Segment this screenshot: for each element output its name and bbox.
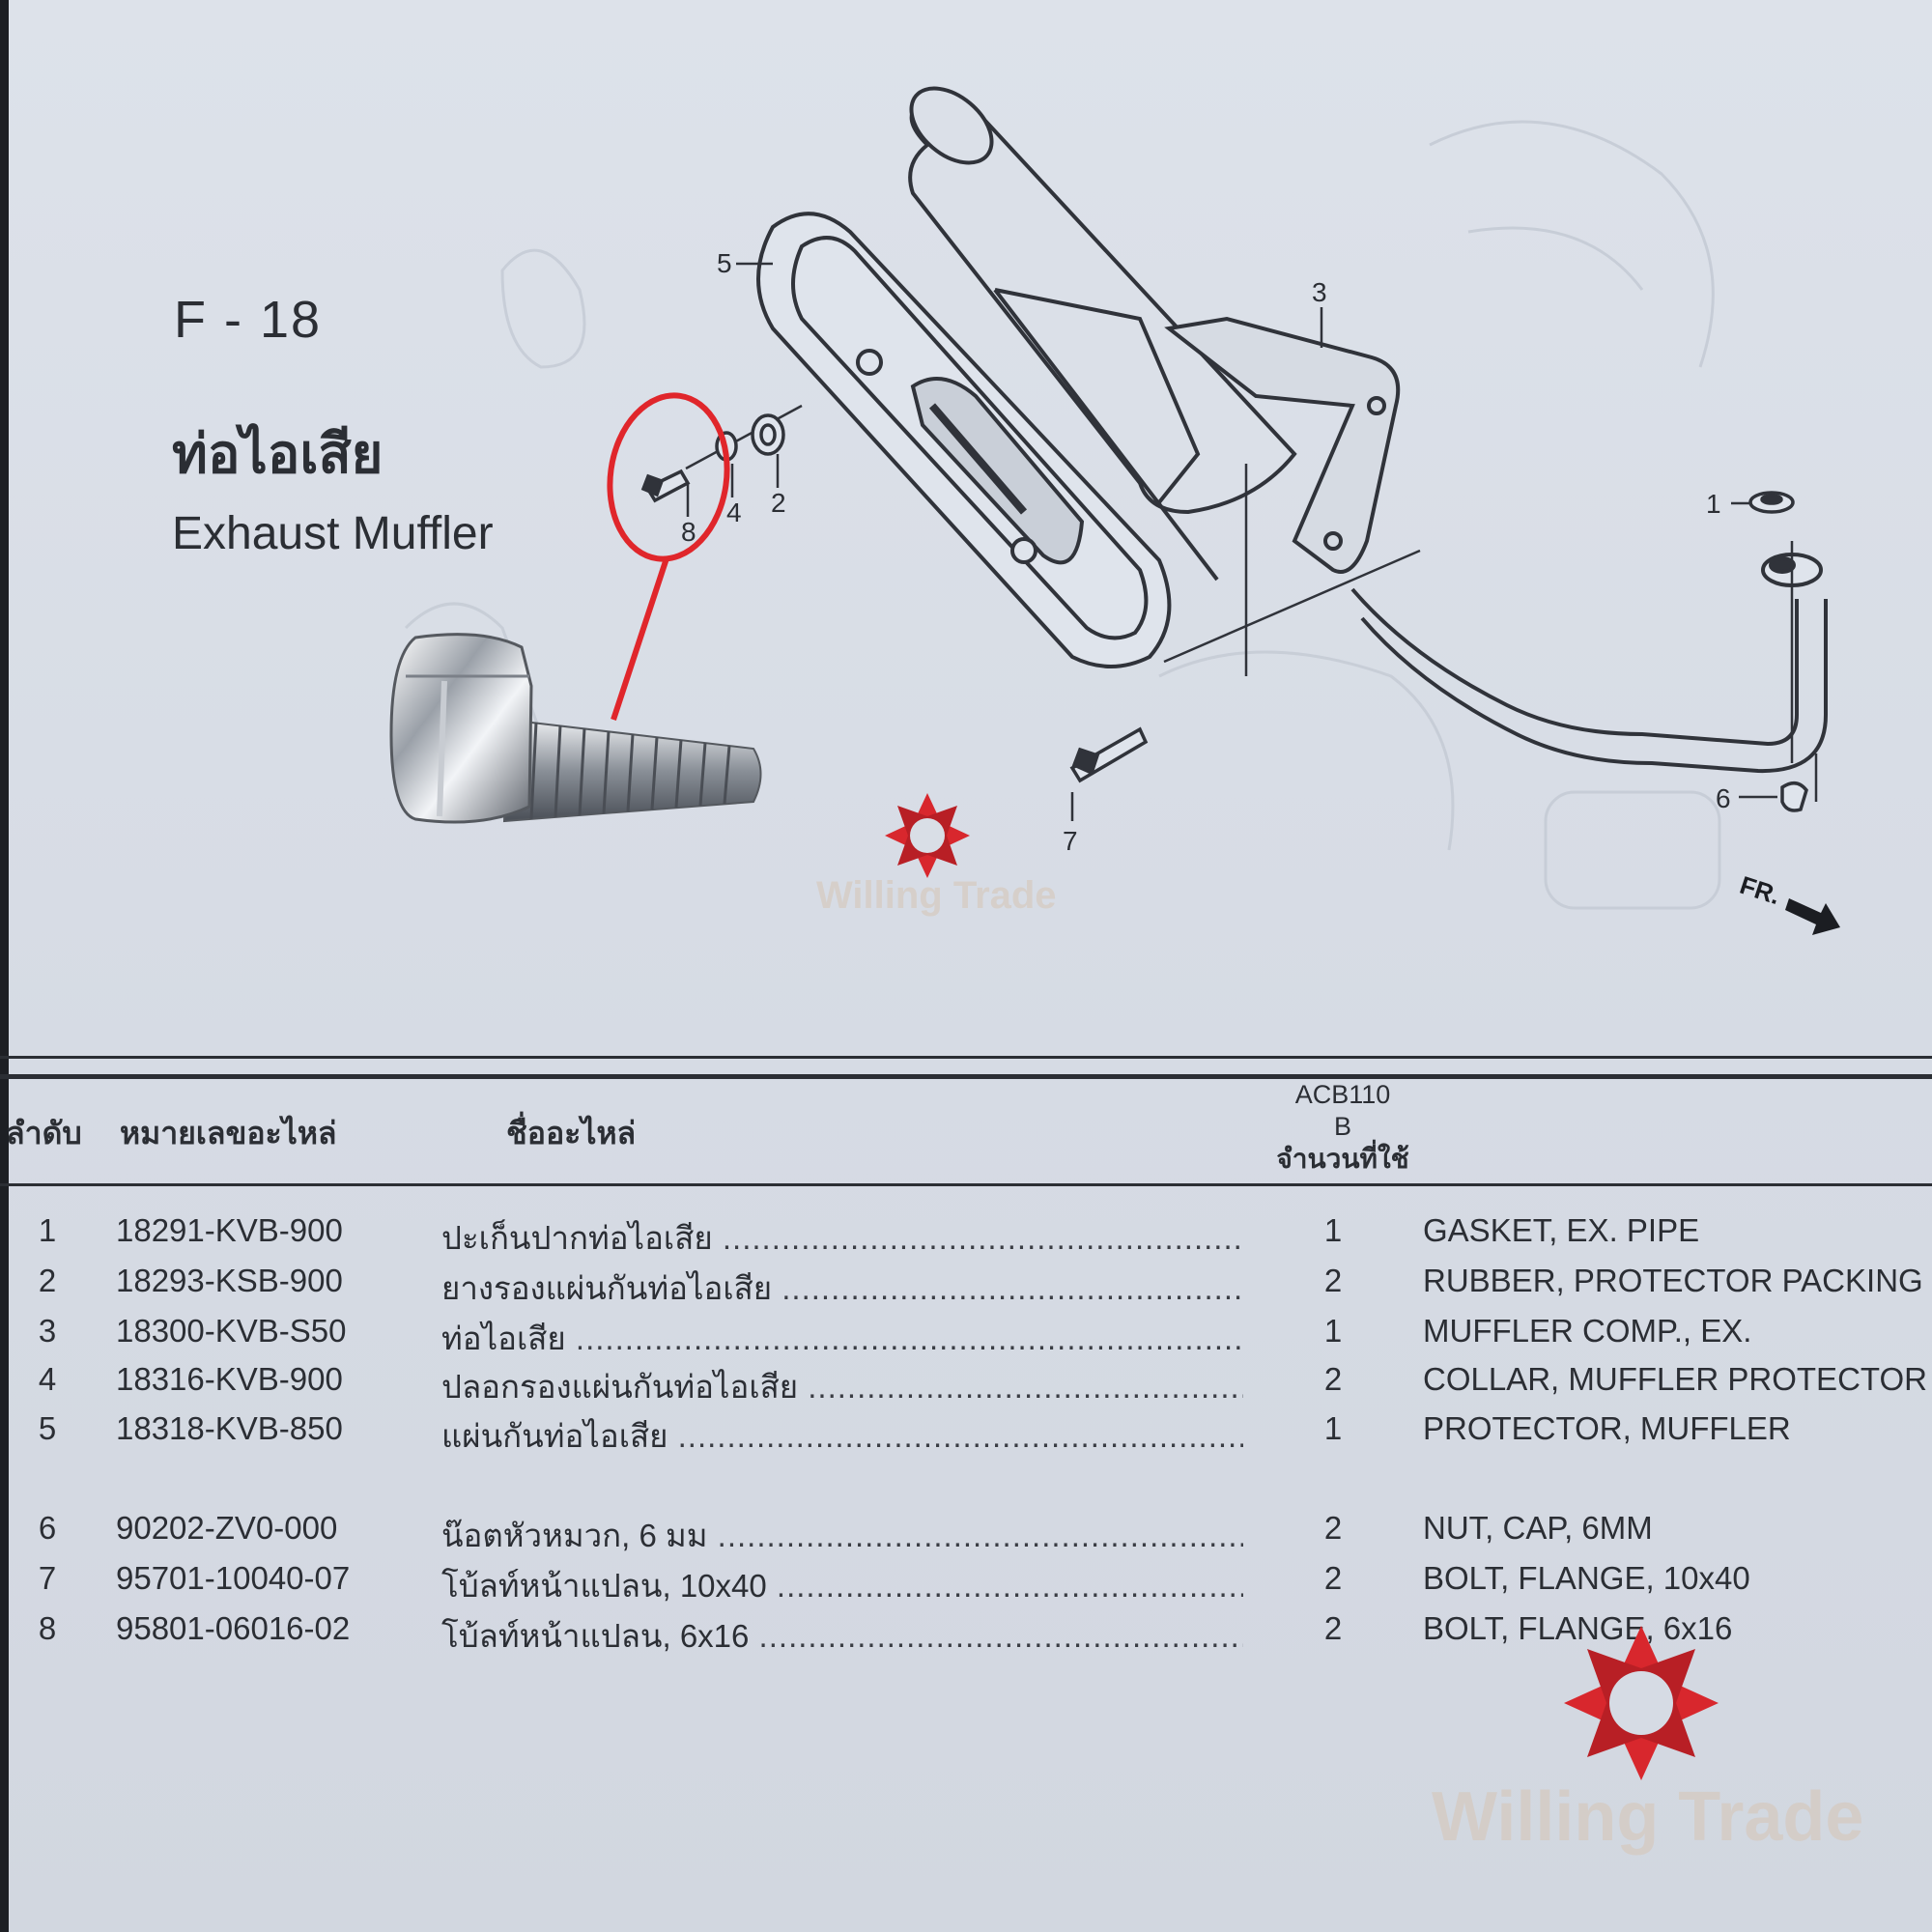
row-description: BOLT, FLANGE, 10x40 (1423, 1560, 1750, 1596)
table-row: 7 95701-10040-07 โบ้ลท์หน้าแปลน, 10x40 .… (0, 1560, 1932, 1610)
model-code: ACB110 (1294, 1080, 1391, 1109)
row-description: PROTECTOR, MUFFLER (1423, 1410, 1791, 1446)
title-english: Exhaust Muffler (172, 508, 494, 559)
exploded-parts-diagram: 5 3 1 2 4 8 7 6 FR. (389, 86, 1840, 935)
row-quantity: 1 (1323, 1212, 1343, 1248)
callout-1: 1 (1706, 489, 1721, 519)
table-row: 6 90202-ZV0-000 น๊อตหัวหมวก, 6 มม ......… (0, 1510, 1932, 1560)
muffler-body (908, 86, 1297, 582)
watermark-text-small: Willing Trade (816, 874, 1057, 917)
column-header-model: ACB110 B จำนวนที่ใช้ (1251, 1079, 1435, 1175)
row-index: 5 (38, 1410, 57, 1446)
model-type: B (1333, 1112, 1351, 1141)
row-quantity: 1 (1323, 1410, 1343, 1446)
row-index: 4 (38, 1361, 57, 1397)
row-index: 7 (38, 1560, 57, 1596)
row-quantity: 2 (1323, 1361, 1343, 1397)
watermark-logo-large (1564, 1626, 1719, 1780)
table-row: 2 18293-KSB-900 ยางรองแผ่นกันท่อไอเสีย .… (0, 1263, 1932, 1313)
row-quantity: 2 (1323, 1560, 1343, 1596)
row-quantity: 2 (1323, 1510, 1343, 1546)
cap-nut-part (1780, 781, 1808, 812)
assembly-guide-lines (685, 404, 1818, 802)
row-part-number: 95801-06016-02 (116, 1610, 351, 1646)
table-top-rule (0, 1056, 1932, 1059)
column-header-part-number: หมายเลขอะไหล่ (120, 1116, 337, 1151)
table-row: 1 18291-KVB-900 ปะเก็นปากท่อไอเสีย .....… (0, 1212, 1932, 1263)
quantity-header: จำนวนที่ใช้ (1276, 1144, 1409, 1174)
row-index: 1 (38, 1212, 57, 1248)
row-description: NUT, CAP, 6MM (1423, 1510, 1653, 1546)
row-index: 2 (38, 1263, 57, 1298)
row-index: 6 (38, 1510, 57, 1546)
row-part-name: ยางรองแผ่นกันท่อไอเสีย .................… (441, 1270, 1243, 1306)
row-part-name: โบ้ลท์หน้าแปลน, 10x40 ..................… (441, 1568, 1243, 1604)
callout-8: 8 (681, 517, 696, 547)
row-description: BOLT, FLANGE, 6x16 (1423, 1610, 1733, 1646)
front-direction-arrow (1785, 898, 1840, 935)
row-index: 8 (38, 1610, 57, 1646)
column-header-index: ลำดับ (6, 1116, 82, 1151)
row-part-number: 95701-10040-07 (116, 1560, 351, 1596)
row-description: MUFFLER COMP., EX. (1423, 1313, 1752, 1349)
table-header-rule (0, 1074, 1932, 1079)
row-part-number: 18316-KVB-900 (116, 1361, 343, 1397)
column-header-part-name: ชื่ออะไหล่ (506, 1116, 637, 1151)
watermark-logo-small (885, 793, 970, 878)
exhaust-pipe (1350, 553, 1828, 774)
row-part-name: โบ้ลท์หน้าแปลน, 6x16 ...................… (441, 1618, 1243, 1654)
page-edge (0, 0, 9, 1932)
callout-5: 5 (717, 248, 732, 278)
row-part-name: น๊อตหัวหมวก, 6 มม ......................… (441, 1518, 1243, 1553)
row-part-number: 18318-KVB-850 (116, 1410, 343, 1446)
figure-code: F - 18 (174, 291, 323, 349)
callout-2: 2 (771, 488, 786, 518)
row-part-name: ปะเก็นปากท่อไอเสีย .....................… (441, 1220, 1243, 1256)
row-part-number: 18293-KSB-900 (116, 1263, 343, 1298)
highlight-callout (607, 392, 730, 721)
callout-4: 4 (726, 497, 742, 527)
row-part-number: 18300-KVB-S50 (116, 1313, 347, 1349)
table-row: 8 95801-06016-02 โบ้ลท์หน้าแปลน, 6x16 ..… (0, 1610, 1932, 1661)
callout-3: 3 (1312, 277, 1327, 307)
callout-6: 6 (1716, 783, 1731, 813)
callout-leaders (686, 262, 1777, 821)
row-part-number: 90202-ZV0-000 (116, 1510, 338, 1546)
row-quantity: 2 (1323, 1610, 1343, 1646)
callout-7: 7 (1063, 826, 1078, 856)
heat-protector (756, 212, 1172, 668)
row-part-number: 18291-KVB-900 (116, 1212, 343, 1248)
row-description: RUBBER, PROTECTOR PACKING (1423, 1263, 1923, 1298)
watermark-text-large: Willing Trade (1432, 1778, 1864, 1856)
bolt-closeup-image (389, 633, 762, 824)
row-part-name: ท่อไอเสีย ..............................… (441, 1321, 1243, 1356)
row-part-name: ปลอกรองแผ่นกันท่อไอเสีย ................… (441, 1369, 1243, 1405)
table-row: 4 18316-KVB-900 ปลอกรองแผ่นกันท่อไอเสีย … (0, 1361, 1932, 1411)
title-thai: ท่อไอเสีย (172, 423, 384, 484)
row-quantity: 1 (1323, 1313, 1343, 1349)
table-row: 3 18300-KVB-S50 ท่อไอเสีย ..............… (0, 1313, 1932, 1363)
row-description: GASKET, EX. PIPE (1423, 1212, 1700, 1248)
row-index: 3 (38, 1313, 57, 1349)
row-description: COLLAR, MUFFLER PROTECTOR (1423, 1361, 1927, 1397)
table-row: 5 18318-KVB-850 แผ่นกันท่อไอเสีย .......… (0, 1410, 1932, 1461)
mounting-bracket (994, 288, 1401, 574)
front-marker-label: FR. (1737, 870, 1784, 910)
background-ghost-drawing (404, 120, 1721, 910)
table-body-rule (0, 1183, 1932, 1186)
row-part-name: แผ่นกันท่อไอเสีย .......................… (441, 1418, 1243, 1454)
row-quantity: 2 (1323, 1263, 1343, 1298)
